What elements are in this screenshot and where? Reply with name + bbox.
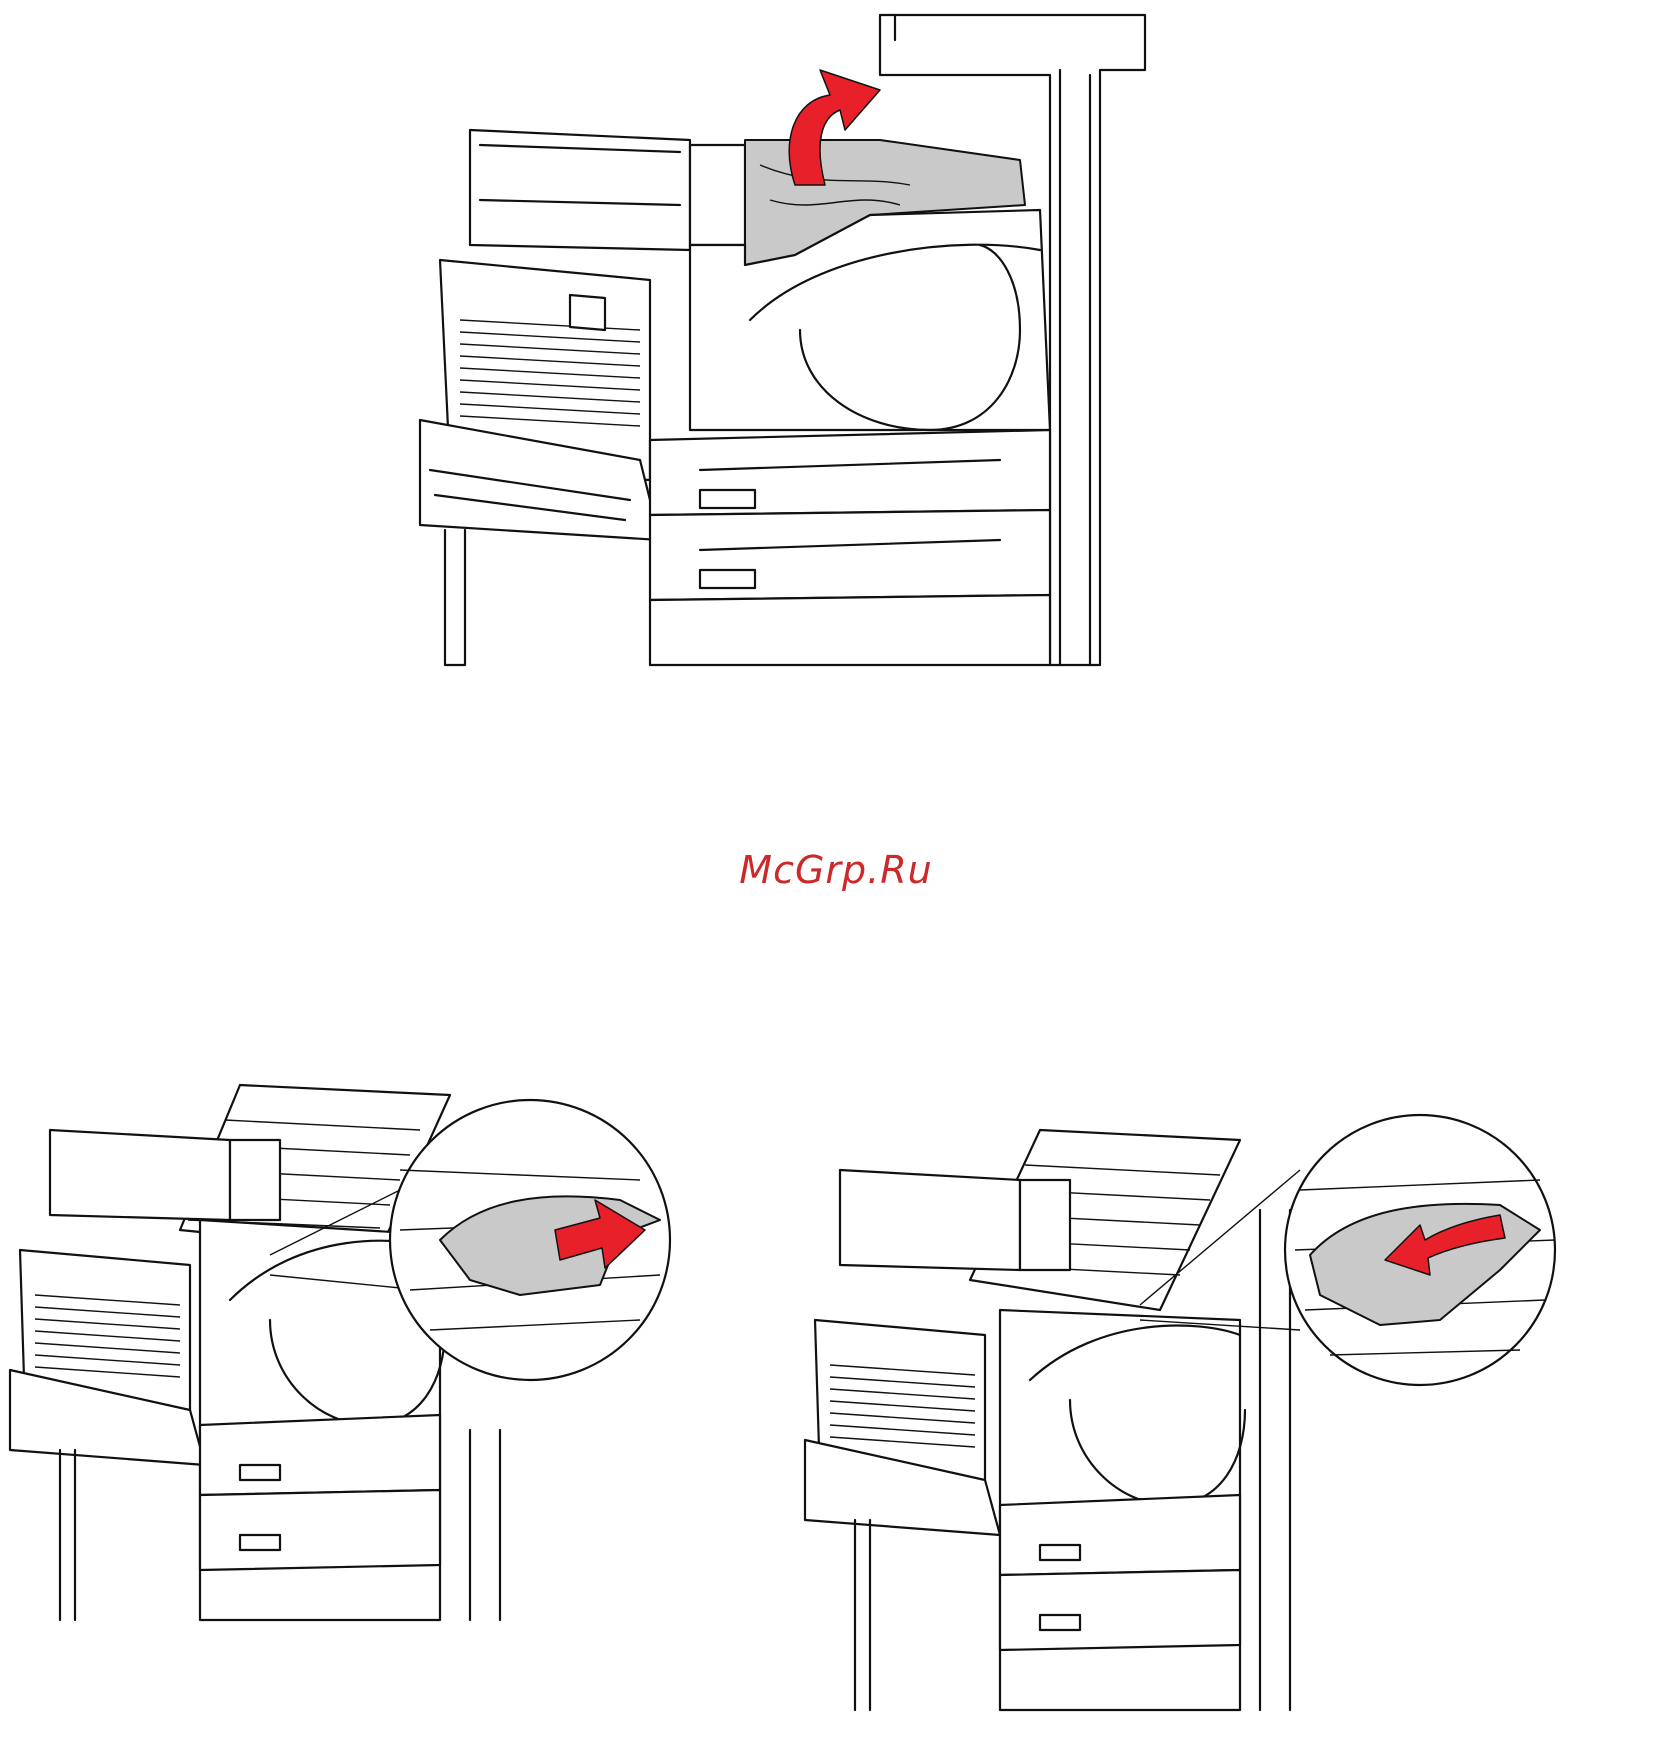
paper-tray-1 [200, 1415, 440, 1495]
paper-tray-2 [1000, 1570, 1240, 1650]
printer-remove-jammed-paper-arrow-right-icon [0, 1080, 760, 1670]
paper-tray-3 [650, 595, 1050, 665]
paper-tray-1 [1000, 1495, 1240, 1575]
printer-remove-jammed-paper-arrow-left-icon [800, 1110, 1672, 1730]
paper-tray-2 [650, 510, 1050, 600]
illustration-remove-paper-right [800, 1110, 1672, 1730]
printer-open-top-cover-icon [400, 0, 1160, 675]
illustration-remove-paper-left [0, 1080, 760, 1670]
watermark-text: McGrp.Ru [736, 848, 936, 892]
paper-tray-1 [650, 430, 1050, 515]
illustration-open-top-cover [400, 0, 1160, 675]
paper-tray-2 [200, 1490, 440, 1570]
